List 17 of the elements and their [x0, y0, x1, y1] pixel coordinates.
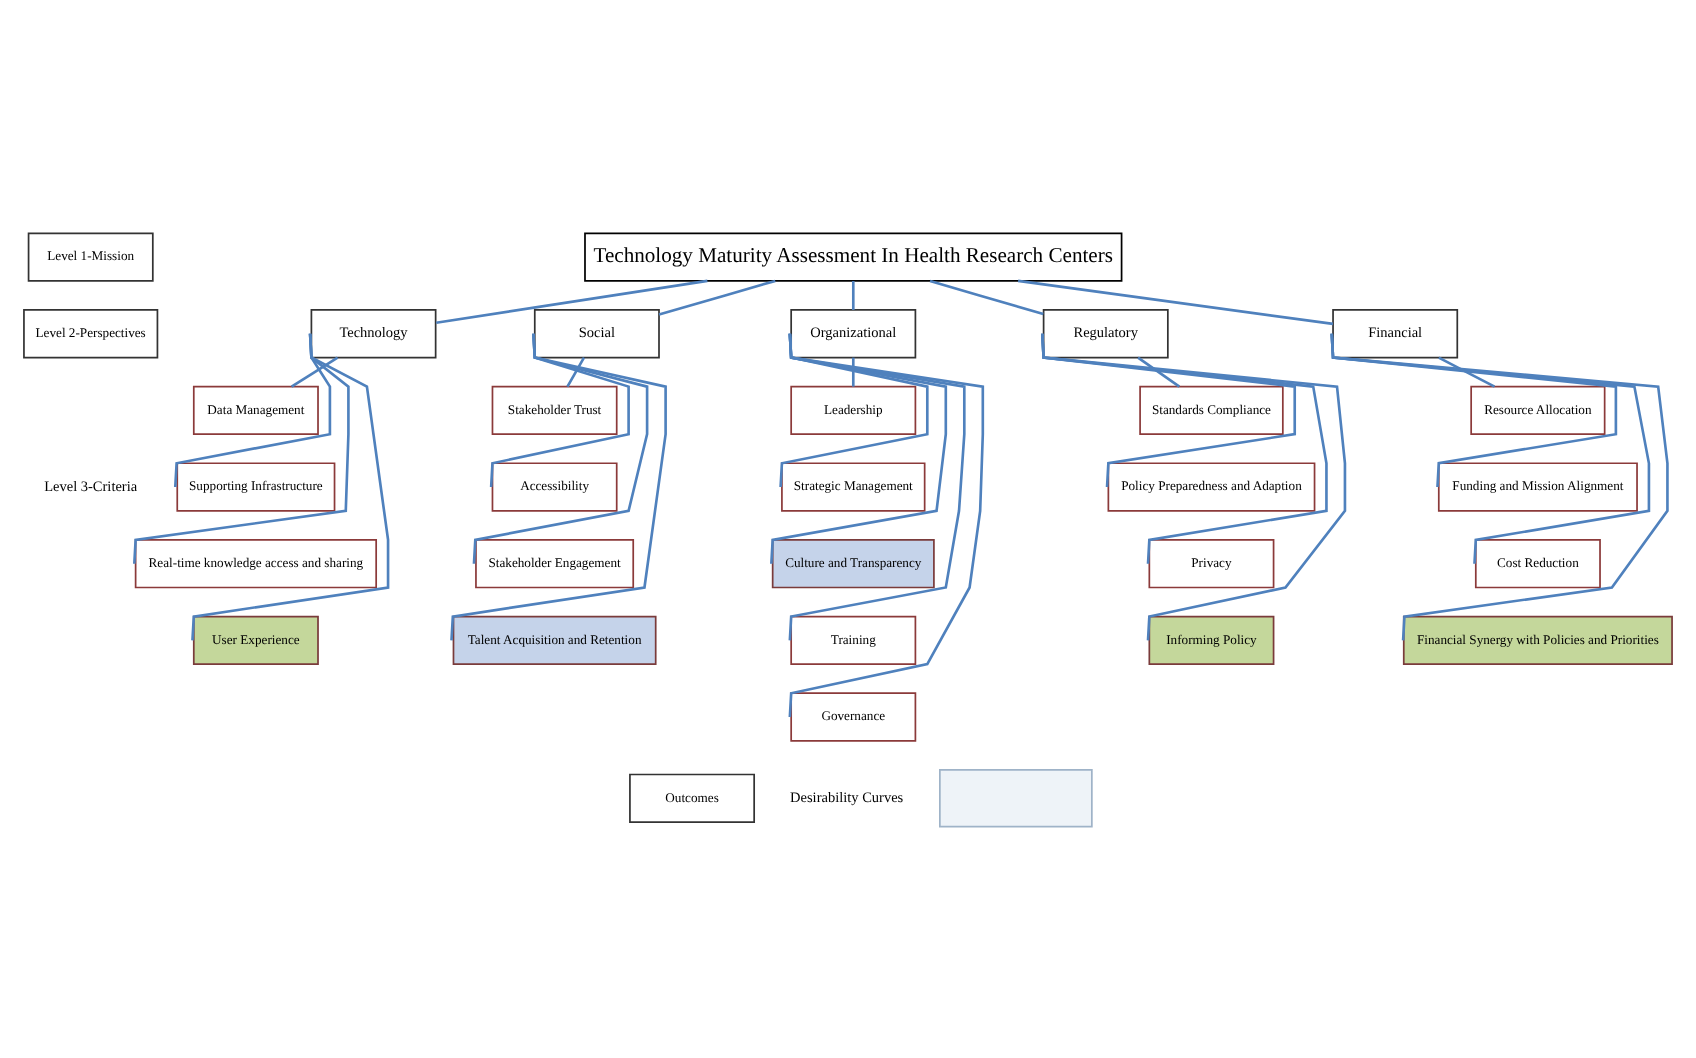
connector: [788, 332, 985, 717]
connector: [929, 278, 1044, 315]
node-box: Technology Maturity Assessment In Health Research Centers: [584, 231, 1123, 281]
connector: [1330, 332, 1669, 640]
connector: [450, 332, 667, 640]
connector: [851, 356, 855, 386]
connector: [1017, 278, 1334, 325]
connector: [1040, 332, 1347, 640]
connector: [436, 278, 708, 324]
node-box: [939, 768, 1093, 827]
connector: [290, 355, 339, 387]
connector: [851, 280, 855, 309]
connector: [1137, 355, 1181, 387]
connector: [191, 332, 390, 640]
connector: [566, 356, 586, 387]
connector: [658, 278, 776, 315]
connector: [1438, 355, 1496, 387]
